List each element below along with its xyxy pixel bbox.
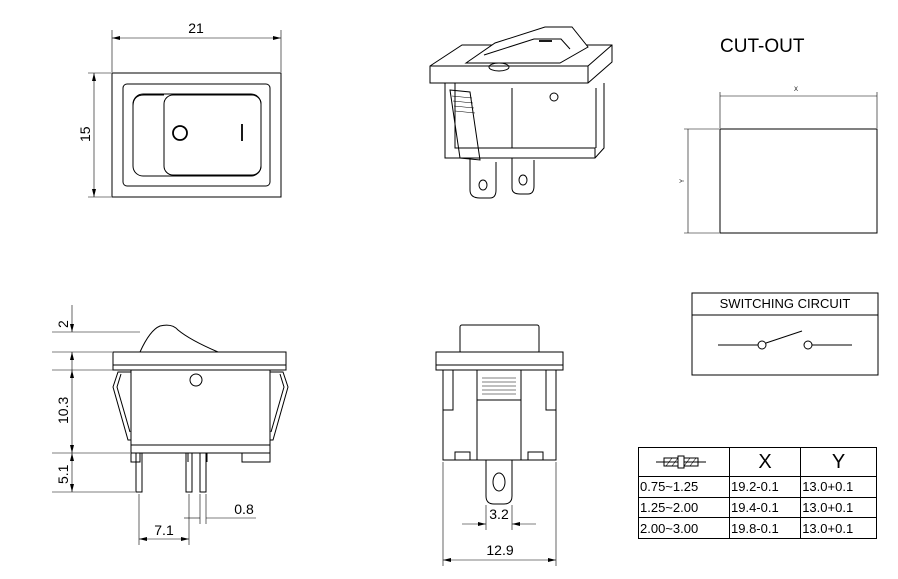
dim-terminal-thickness: 0.8 [234, 501, 254, 517]
table-cell-y: 13.0+0.1 [800, 476, 877, 498]
table-cell-x: 19.2-0.1 [728, 476, 802, 498]
table-cell-thickness: 1.25~2.00 [638, 496, 730, 519]
table-row: 0.75~1.25 19.2-0.1 13.0+0.1 [638, 476, 877, 498]
dim-terminal-width: 3.2 [489, 506, 509, 522]
cutout-x-label: X [794, 87, 798, 93]
cutout-title: CUT-OUT [720, 36, 805, 57]
table-header-y: Y [800, 447, 877, 477]
dim-front-width: 21 [188, 20, 204, 36]
cutout-y-label: Y [680, 179, 686, 183]
table-header-x: X [728, 447, 802, 477]
end-view: 3.2 12.9 [435, 324, 564, 566]
switching-circuit [691, 292, 879, 376]
table-header-row: X Y [638, 447, 877, 477]
table-cell-y: 13.0+0.1 [800, 517, 877, 539]
table-row: 2.00~3.00 19.8-0.1 13.0+0.1 [638, 517, 877, 539]
table-cell-y: 13.0+0.1 [800, 496, 877, 519]
dim-terminal-pitch: 7.1 [154, 522, 174, 538]
dim-body-width: 12.9 [486, 542, 513, 558]
table-cell-thickness: 2.00~3.00 [638, 517, 730, 539]
table-thickness-header [638, 447, 730, 477]
front-view: 21 15 [77, 20, 282, 198]
circuit-title: SWITCHING CIRCUIT [719, 296, 851, 311]
cutout-view: CUT-OUT X Y [680, 36, 878, 234]
isometric-view [429, 26, 613, 199]
table-cell-x: 19.4-0.1 [728, 496, 802, 519]
table-cell-x: 19.8-0.1 [728, 517, 802, 539]
side-view: 2 10.3 5.1 7.1 0.8 [52, 305, 289, 545]
dim-front-height: 15 [77, 126, 93, 142]
off-symbol-icon [172, 125, 188, 141]
table-row: 1.25~2.00 19.4-0.1 13.0+0.1 [638, 496, 877, 519]
dim-rocker-height: 2 [55, 320, 71, 328]
dim-body-height: 10.3 [55, 397, 71, 424]
cutout-spec-table: X Y 0.75~1.25 19.2-0.1 13.0+0.1 1.25~2.0… [638, 447, 877, 539]
dim-terminal-length: 5.1 [55, 464, 71, 484]
table-cell-thickness: 0.75~1.25 [638, 476, 730, 498]
